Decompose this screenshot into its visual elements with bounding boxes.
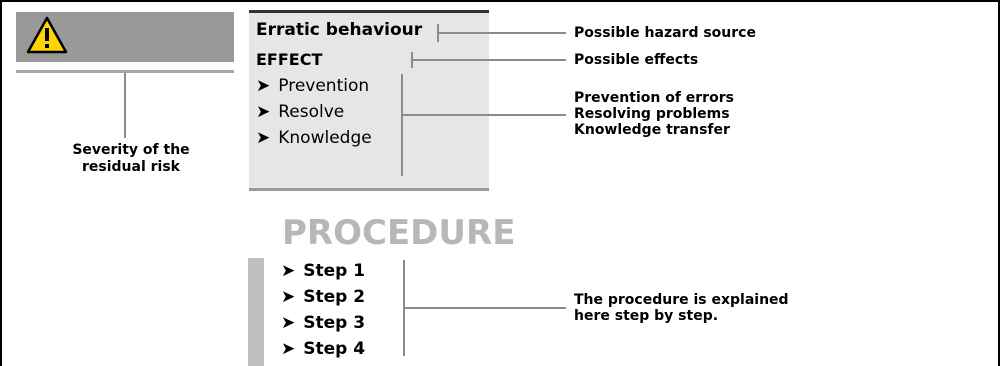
- annotation-procedure-line-1: The procedure is explained: [574, 292, 789, 308]
- procedure-step-2: ➤Step 2: [281, 287, 366, 307]
- annotation-knowledge: Knowledge transfer: [574, 122, 730, 138]
- measure-prevention: ➤Prevention: [256, 76, 370, 96]
- frame-right-border: [998, 0, 1000, 366]
- procedure-title: PROCEDURE: [282, 213, 516, 253]
- procedure-step-3: ➤Step 3: [281, 313, 366, 333]
- annotation-resolving: Resolving problems: [574, 106, 730, 122]
- severity-underline: [16, 70, 234, 73]
- frame-left-border: [0, 0, 2, 366]
- severity-caption: Severity of the residual risk: [72, 142, 190, 175]
- annotation-possible-effects: Possible effects: [574, 52, 699, 68]
- effect-title: EFFECT: [256, 50, 323, 69]
- warning-icon: [26, 16, 68, 54]
- annotation-prevention: Prevention of errors: [574, 90, 734, 106]
- frame-top-border: [0, 0, 1000, 2]
- measure-resolve: ➤Resolve: [256, 102, 345, 122]
- hazard-title: Erratic behaviour: [256, 20, 423, 40]
- procedure-step-1: ➤Step 1: [281, 261, 366, 281]
- annotation-procedure-line-2: here step by step.: [574, 308, 719, 324]
- procedure-step-4: ➤Step 4: [281, 339, 366, 359]
- procedure-side-bar: [248, 258, 264, 366]
- hazard-info-box: [249, 10, 489, 191]
- measure-knowledge: ➤Knowledge: [256, 128, 372, 148]
- annotation-hazard-source: Possible hazard source: [574, 25, 756, 41]
